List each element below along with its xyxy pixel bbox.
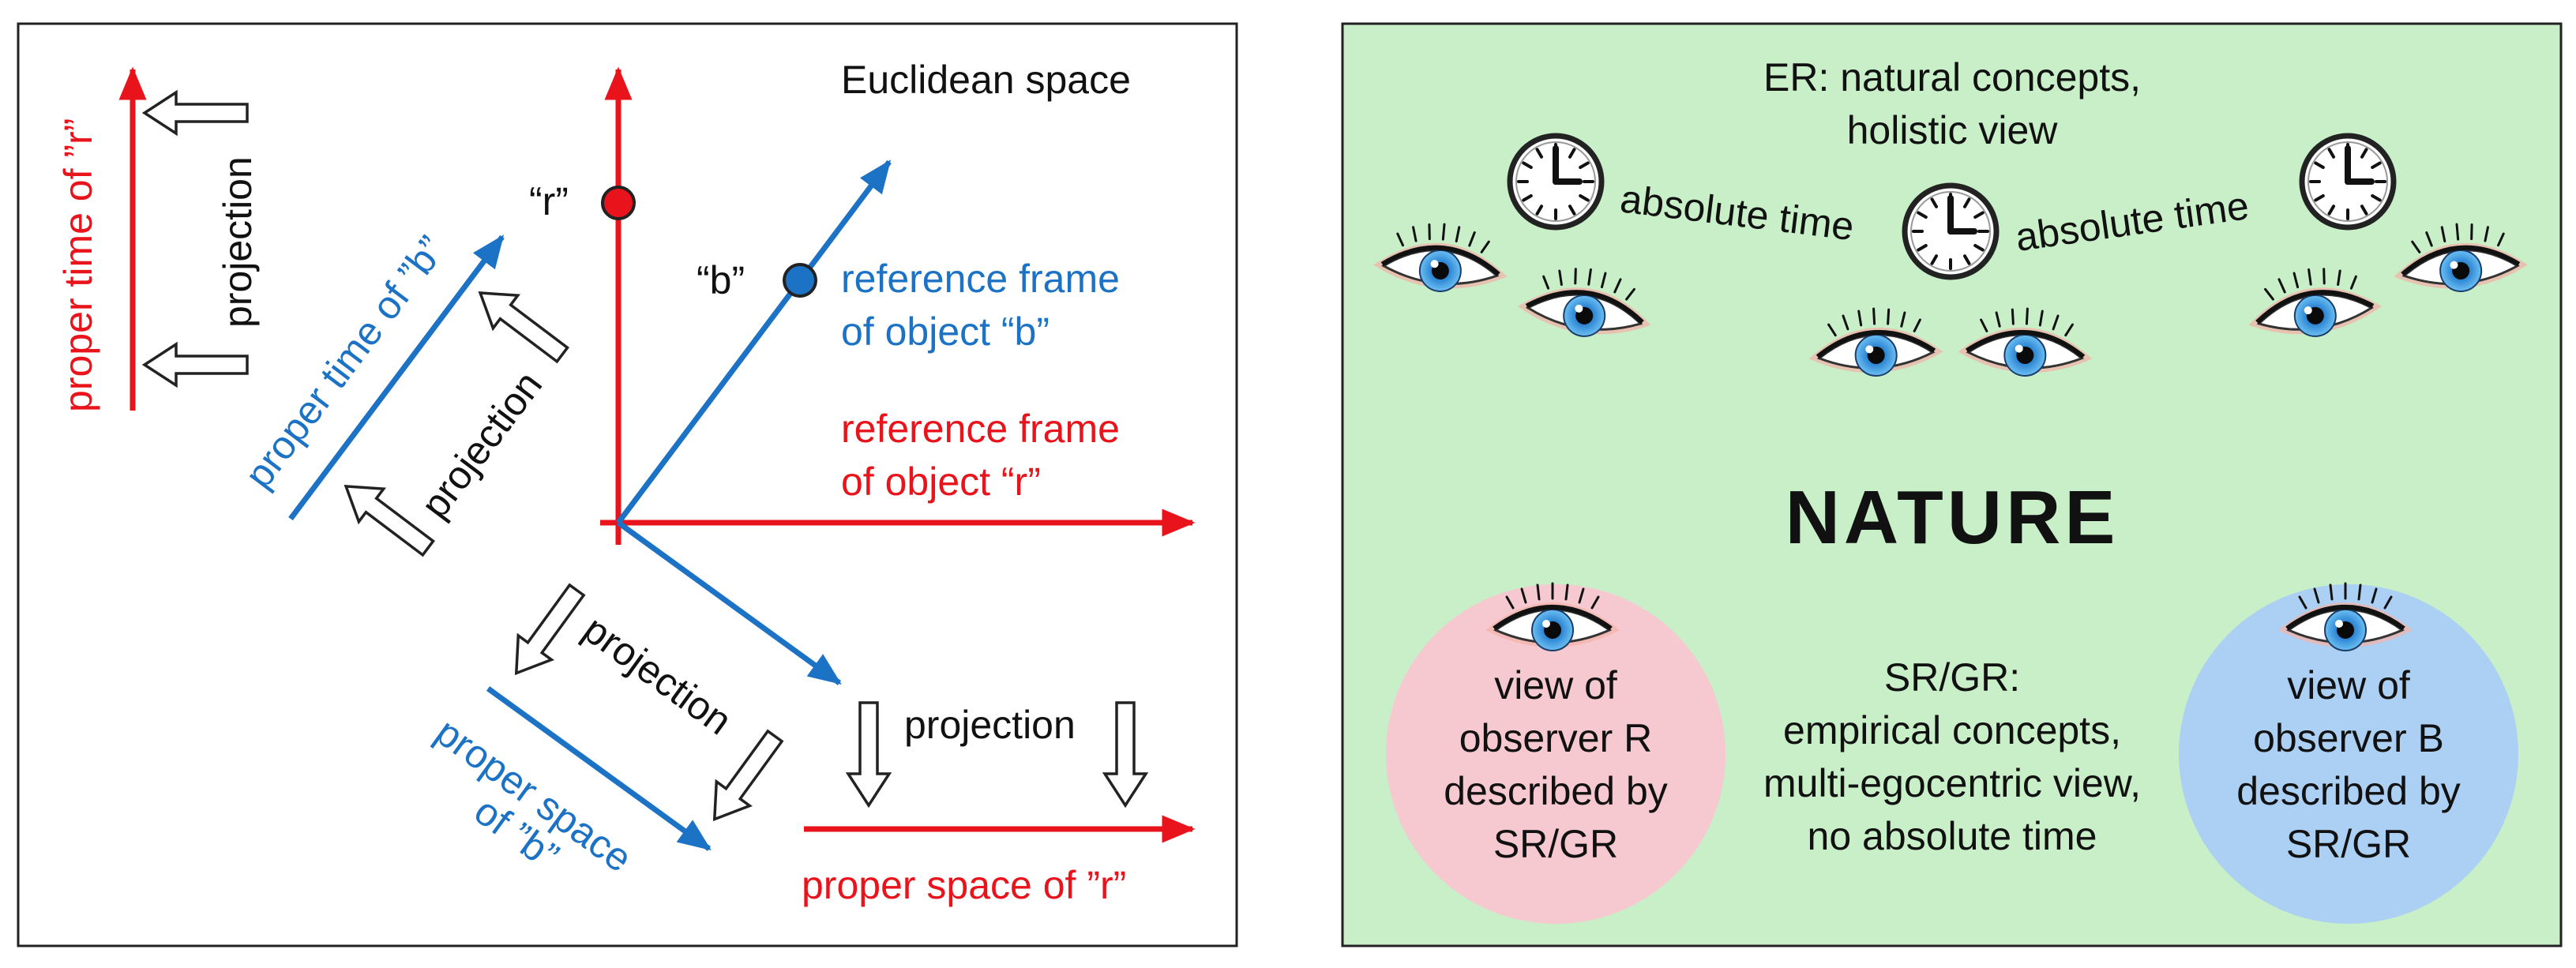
clock-icon [2302,136,2394,227]
frame-r-label-line1: reference frame [841,407,1120,451]
frame-r-label-line2: of object “r” [841,460,1041,504]
point-r [601,186,636,220]
proper-space-r-label: proper space of ”r” [802,863,1126,907]
observer-r-circle [1386,584,1725,924]
point-b-label: “b” [697,258,745,302]
observer-r-line4: SR/GR [1493,822,1618,866]
observer-b-line1: view of [2287,663,2410,707]
middle-line2: empirical concepts, [1783,708,2121,752]
observer-b-line2: observer B [2253,716,2444,760]
proper-time-r-label: proper time of ”r” [56,118,100,412]
observer-b-line4: SR/GR [2286,822,2411,866]
observer-b-circle [2179,584,2518,924]
point-b [783,263,817,298]
space-axis-b [616,520,842,685]
middle-line3: multi-egocentric view, [1763,761,2141,805]
projection-label: projection [216,156,260,328]
point-r-label: “r” [529,179,569,223]
frame-b-label-line2: of object “b” [841,310,1050,354]
euclidean-space-title: Euclidean space [841,58,1131,102]
middle-line1: SR/GR: [1884,655,2020,700]
proper-space-b-axis [486,686,712,851]
clock-icon [1510,136,1602,227]
er-header-line1: ER: natural concepts, [1763,55,2141,99]
left-panel: Euclidean space “r” “b” reference frame … [17,22,1238,947]
er-header-line2: holistic view [1847,108,2059,152]
time-axis-b [616,159,892,525]
right-panel: ER: natural concepts, holistic view abso… [1341,22,2563,947]
projection-label: projection [904,703,1076,747]
middle-line4: no absolute time [1808,814,2097,858]
observer-r-line1: view of [1494,663,1617,707]
clock-icon [1905,186,1996,277]
nature-title: NATURE [1786,475,2120,560]
frame-b-label-line1: reference frame [841,257,1120,301]
observer-b-line3: described by [2236,769,2461,813]
observer-r-line2: observer R [1459,716,1653,760]
observer-r-line3: described by [1444,769,1668,813]
proper-time-b-axis [288,234,505,521]
left-panel-frame [17,22,1238,947]
